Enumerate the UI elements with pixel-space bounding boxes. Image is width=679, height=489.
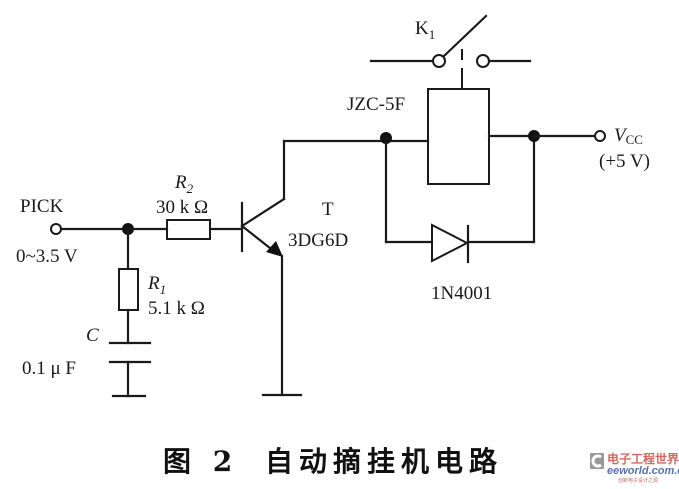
relay-part-label: JZC-5F xyxy=(347,94,405,115)
switch-ref-label: K1 xyxy=(415,18,435,42)
vcc-value-label: (+5 V) xyxy=(599,151,650,172)
switch-k1 xyxy=(369,14,532,68)
watermark-en: eeworld.com.cn xyxy=(607,465,679,477)
diode-1n4001 xyxy=(384,134,536,264)
capacitor-value-label: 0.1 μ F xyxy=(22,358,76,379)
input-label: PICK xyxy=(20,196,64,217)
input-range-label: 0~3.5 V xyxy=(16,246,78,267)
diode-part-label: 1N4001 xyxy=(431,283,492,304)
watermark-cn: 电子工程世界 xyxy=(607,451,679,466)
watermark-tagline: 创新电子设计之源 xyxy=(618,477,658,484)
vcc-terminal xyxy=(532,130,606,142)
input-terminal-pick xyxy=(50,223,130,235)
transistor-part-label: 3DG6D xyxy=(288,230,348,251)
r2-ref-label: R2 xyxy=(174,172,194,196)
resistor-r2 xyxy=(126,219,244,240)
r1-value-label: 5.1 k Ω xyxy=(148,298,205,319)
transistor-ref-label: T xyxy=(322,199,334,220)
resistor-r1 xyxy=(118,227,139,345)
transistor-t xyxy=(240,139,303,397)
capacitor-ref-label: C xyxy=(86,325,99,346)
capacitor-c xyxy=(108,341,152,398)
figure-number: 图 2 xyxy=(163,445,238,478)
relay-coil xyxy=(427,49,536,185)
vcc-ref-label: VCC xyxy=(614,125,643,147)
r2-value-label: 30 k Ω xyxy=(156,197,208,218)
r1-ref-label: R1 xyxy=(147,273,166,297)
watermark-logo: 电子工程世界 eeworld.com.cn 创新电子设计之源 xyxy=(590,451,679,484)
figure-title: 自动摘挂机电路 xyxy=(265,445,503,478)
